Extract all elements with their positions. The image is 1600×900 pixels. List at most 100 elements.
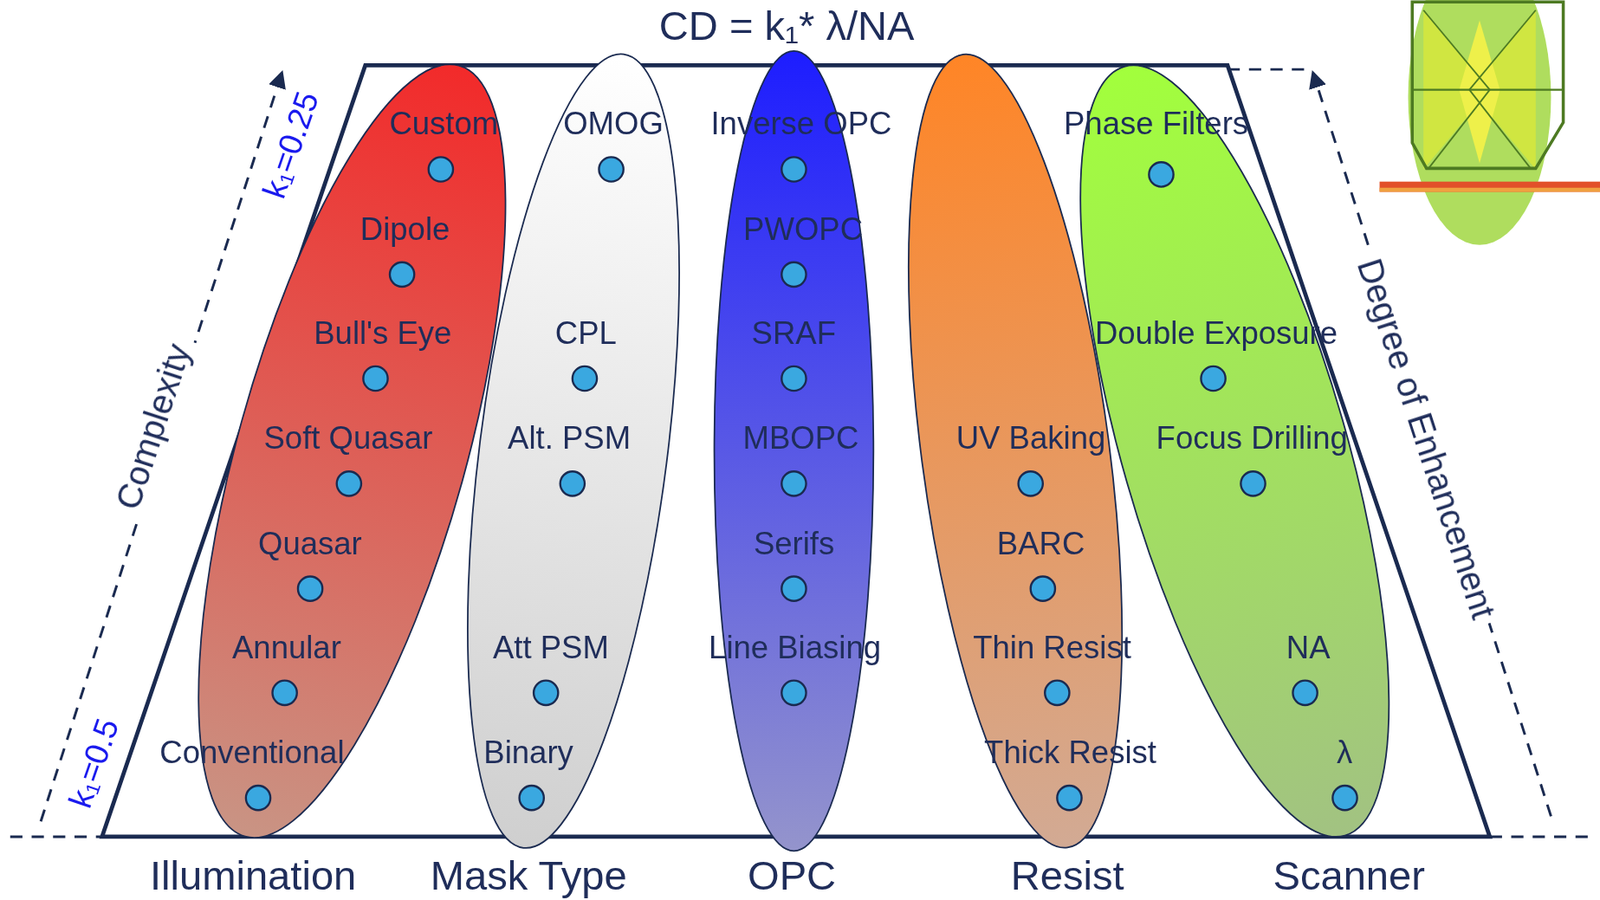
dot-marker	[336, 470, 363, 498]
technique-ellipse: ScannerPhase FiltersDouble ExposureFocus…	[1050, 40, 1419, 900]
item-label: Conventional	[159, 732, 344, 771]
item-label: Line Biasing	[708, 628, 881, 667]
item-label: BARC	[997, 524, 1085, 563]
technique-item: NA	[1286, 628, 1331, 667]
technique-item: λ	[1336, 732, 1353, 771]
dot-marker	[532, 680, 560, 707]
dashed-top	[1227, 68, 1310, 72]
dot-marker	[780, 261, 808, 289]
dot-marker	[1239, 470, 1267, 498]
item-label: Thin Resist	[972, 628, 1132, 667]
dot-marker	[1291, 680, 1319, 707]
item-label: Serifs	[753, 524, 835, 563]
dot-marker	[780, 575, 808, 603]
item-label: OMOG	[563, 104, 664, 143]
technique-item: Custom	[388, 104, 499, 143]
category-heading: Resist	[1010, 850, 1125, 900]
item-label: Thick Resist	[984, 732, 1157, 771]
item-label: Att PSM	[492, 628, 609, 667]
technique-ellipse: Mask Type OMOG CPL Alt. PSM Att PSM Binary	[389, 40, 758, 900]
dot-marker	[780, 155, 808, 183]
technique-item: Binary	[483, 732, 574, 771]
item-label: Bull's Eye	[313, 313, 452, 352]
dot-marker	[271, 680, 298, 707]
technique-item: Annular	[232, 628, 342, 667]
technique-item: Serifs	[753, 524, 835, 563]
technique-item: SRAF	[751, 313, 836, 352]
k1-label: k₁=0.25	[252, 80, 330, 209]
dot-marker	[1147, 161, 1175, 188]
category-heading: Mask Type	[430, 850, 628, 900]
technique-item: Thick Resist	[984, 732, 1157, 771]
item-label: Inverse OPC	[710, 104, 892, 143]
technique-item: Alt. PSM	[507, 419, 631, 458]
k1-label: k₁=0.5	[58, 707, 130, 819]
dot-marker	[1199, 365, 1227, 393]
item-label: Alt. PSM	[507, 419, 631, 458]
dot-marker	[571, 365, 599, 393]
item-label: SRAF	[751, 313, 836, 352]
category-heading: Illumination	[149, 850, 357, 900]
dot-marker	[245, 784, 273, 812]
item-label: NA	[1286, 628, 1331, 667]
dot-marker	[559, 470, 587, 498]
dot-marker	[297, 575, 324, 603]
item-label: Custom	[388, 104, 499, 143]
technique-item: CPL	[555, 313, 617, 352]
technique-item: Inverse OPC	[710, 104, 892, 143]
technique-item: BARC	[997, 524, 1085, 563]
dot-marker	[518, 784, 545, 812]
technique-item: Double Exposure	[1094, 313, 1338, 352]
technique-item: Line Biasing	[708, 628, 881, 667]
item-label: Dipole	[360, 209, 451, 248]
ellipse-shape	[1050, 40, 1419, 900]
technique-item: Conventional	[159, 732, 344, 771]
dot-marker	[780, 365, 808, 393]
item-label: Double Exposure	[1094, 313, 1338, 352]
dot-marker	[362, 365, 389, 393]
technique-item: Att PSM	[492, 628, 609, 667]
dashed-base	[10, 835, 103, 838]
item-label: Focus Drilling	[1156, 419, 1348, 458]
item-label: λ	[1336, 732, 1353, 771]
ellipse-outline	[430, 42, 718, 860]
technique-item: PWOPC	[743, 209, 863, 248]
dot-marker	[1043, 680, 1071, 707]
item-label: Quasar	[258, 524, 363, 563]
ellipse-outline	[714, 51, 875, 851]
item-label: CPL	[555, 313, 617, 352]
item-label: PWOPC	[743, 209, 863, 248]
technique-item: Dipole	[360, 209, 451, 248]
item-label: Binary	[483, 732, 574, 771]
dashed-base	[1489, 835, 1594, 838]
technique-item: UV Baking	[956, 419, 1107, 458]
category-heading: OPC	[747, 850, 836, 900]
technique-item: Bull's Eye	[313, 313, 452, 352]
dot-marker	[597, 155, 625, 183]
item-label: Annular	[232, 628, 342, 667]
dot-marker	[1331, 784, 1359, 812]
axis-label: Complexity	[104, 332, 201, 521]
item-label: MBOPC	[743, 419, 860, 458]
dot-marker	[388, 261, 416, 289]
dot-marker	[1017, 470, 1044, 498]
ellipse-outline	[1016, 35, 1453, 867]
lens-illustration	[1379, 0, 1600, 246]
category-heading: Scanner	[1272, 850, 1425, 900]
dot-marker	[1055, 784, 1083, 812]
technique-item: OMOG	[563, 104, 664, 143]
technique-item: Quasar	[258, 524, 363, 563]
dot-marker	[1029, 575, 1057, 603]
dot-marker	[780, 680, 808, 707]
formula-title: CD = k₁* λ/NA	[659, 0, 915, 51]
technique-item: Focus Drilling	[1156, 419, 1348, 458]
dot-marker	[427, 155, 455, 183]
item-label: Soft Quasar	[263, 419, 433, 458]
item-label: UV Baking	[956, 419, 1107, 458]
technique-item: Phase Filters	[1063, 104, 1249, 143]
dot-marker	[780, 470, 808, 498]
technique-item: Soft Quasar	[263, 419, 433, 458]
technique-item: MBOPC	[743, 419, 860, 458]
technique-item: Thin Resist	[972, 628, 1132, 667]
item-label: Phase Filters	[1063, 104, 1249, 143]
